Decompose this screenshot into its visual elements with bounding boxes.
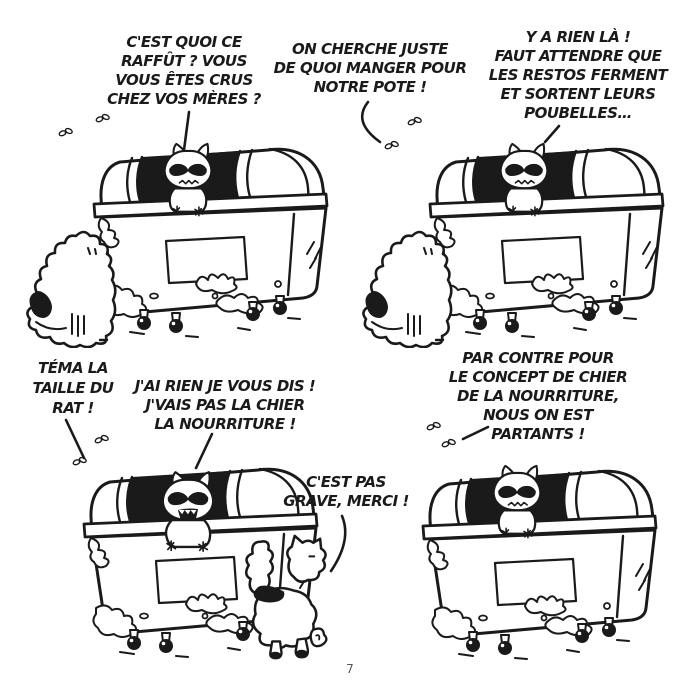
- speech-line: LA NOURRITURE !: [154, 415, 296, 433]
- speech-bubble: J'AI RIEN JE VOUS DIS ! J'VAIS PAS LA CH…: [135, 377, 316, 434]
- speech-line: TAILLE DU: [32, 379, 114, 397]
- speech-tail: [329, 514, 347, 573]
- fly-icon: [95, 113, 110, 123]
- speech-tail: [461, 425, 490, 441]
- raccoon-drawing: [499, 142, 549, 217]
- fly-icon: [407, 116, 422, 126]
- speech-tail: [360, 100, 382, 144]
- speech-line: C'EST PAS: [306, 473, 386, 491]
- speech-line: DE LA NOURRITURE,: [457, 387, 619, 405]
- speech-line: NOUS ON EST: [483, 406, 593, 424]
- cat-drawing: [362, 230, 453, 348]
- fly-icon: [58, 127, 73, 137]
- speech-line: VOUS ÊTES CRUS: [115, 71, 253, 89]
- speech-tail: [543, 124, 561, 144]
- speech-line: J'VAIS PAS LA CHIER: [145, 396, 305, 414]
- speech-line: GRAVE, MERCI !: [283, 492, 409, 510]
- speech-line: C'EST QUOI CE: [126, 33, 242, 51]
- cat-walking-drawing: [244, 534, 328, 660]
- speech-line: PARTANTS !: [491, 425, 585, 443]
- speech-line: LE CONCEPT DE CHIER: [448, 368, 628, 386]
- speech-bubble: Y A RIEN LÀ ! FAUT ATTENDRE QUE LES REST…: [488, 28, 668, 123]
- speech-line: TÉMA LA: [38, 359, 108, 377]
- speech-bubble: C'EST PAS GRAVE, MERCI !: [283, 473, 409, 511]
- speech-line: NOTRE POTE !: [313, 78, 427, 96]
- speech-bubble: ON CHERCHE JUSTE DE QUOI MANGER POUR NOT…: [274, 40, 467, 97]
- panel-4-art: [421, 421, 658, 660]
- speech-line: LES RESTOS FERMENT: [488, 66, 668, 84]
- panel-2-art: [360, 100, 665, 348]
- speech-line: CHEZ VOS MÈRES ?: [107, 90, 261, 108]
- speech-line: ET SORTENT LEURS: [500, 85, 656, 103]
- speech-line: DE QUOI MANGER POUR: [273, 59, 467, 77]
- raccoon-drawing: [163, 142, 213, 217]
- fly-icon: [384, 140, 399, 150]
- page-number: 7: [346, 662, 354, 676]
- raccoon-drawing: [492, 464, 542, 539]
- cat-drawing: [26, 230, 117, 348]
- speech-line: POUBELLES…: [524, 104, 632, 122]
- speech-tail: [182, 110, 191, 152]
- raccoon-angry-drawing: [161, 470, 215, 552]
- panel-1-art: [26, 110, 329, 348]
- speech-tail: [64, 418, 86, 460]
- fly-icon: [426, 421, 441, 431]
- speech-line: FAUT ATTENDRE QUE: [494, 47, 662, 65]
- speech-line: J'AI RIEN JE VOUS DIS !: [134, 377, 316, 395]
- speech-tail: [194, 432, 214, 470]
- speech-line: ON CHERCHE JUSTE: [292, 40, 448, 58]
- speech-bubble: C'EST QUOI CE RAFFÛT ? VOUS VOUS ÊTES CR…: [107, 33, 261, 109]
- panel-3-art: [64, 418, 347, 660]
- fly-icon: [94, 434, 109, 444]
- speech-line: RAT !: [52, 399, 94, 417]
- speech-bubble: PAR CONTRE POUR LE CONCEPT DE CHIER DE L…: [448, 349, 628, 444]
- speech-line: Y A RIEN LÀ !: [525, 28, 631, 46]
- speech-line: PAR CONTRE POUR: [462, 349, 614, 367]
- speech-bubble: TÉMA LA TAILLE DU RAT !: [33, 358, 114, 418]
- speech-line: RAFFÛT ? VOUS: [121, 52, 247, 70]
